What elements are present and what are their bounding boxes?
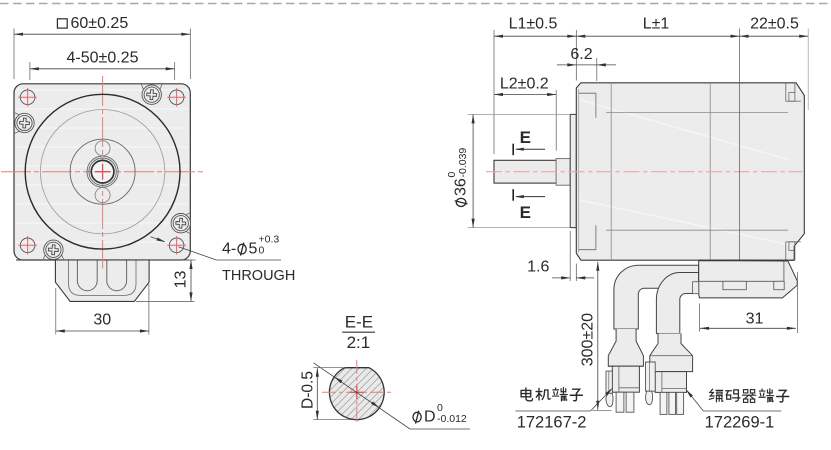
svg-text:E: E	[520, 203, 531, 222]
svg-text:60±0.25: 60±0.25	[71, 15, 129, 32]
svg-text:THROUGH: THROUGH	[222, 268, 295, 284]
svg-text:30: 30	[93, 312, 111, 329]
svg-text:E-E: E-E	[345, 312, 373, 331]
svg-text:+0.3: +0.3	[259, 234, 280, 246]
svg-text:E: E	[520, 128, 531, 147]
svg-text:4-: 4-	[222, 241, 236, 258]
svg-text:4-50±0.25: 4-50±0.25	[67, 50, 139, 67]
svg-text:13: 13	[172, 271, 189, 289]
svg-text:0: 0	[446, 172, 458, 178]
svg-text:6.2: 6.2	[570, 46, 592, 63]
svg-text:L1±0.5: L1±0.5	[509, 16, 558, 33]
svg-text:5: 5	[249, 241, 258, 258]
svg-text:2:1: 2:1	[347, 333, 371, 352]
svg-text:L2±0.2: L2±0.2	[500, 76, 549, 93]
svg-text:22±0.5: 22±0.5	[750, 16, 799, 33]
svg-text:-0.012: -0.012	[437, 413, 467, 425]
svg-text:172269-1: 172269-1	[705, 413, 775, 431]
svg-text:L±1: L±1	[643, 16, 670, 33]
svg-text:D: D	[424, 409, 436, 426]
svg-text:172167-2: 172167-2	[517, 413, 587, 431]
svg-text:36: 36	[453, 178, 470, 196]
svg-text:0: 0	[437, 402, 443, 414]
svg-text:1.6: 1.6	[527, 259, 549, 276]
svg-text:0: 0	[259, 245, 265, 257]
svg-text:31: 31	[746, 311, 764, 328]
svg-text:300±20: 300±20	[580, 313, 597, 366]
svg-text:-0.039: -0.039	[457, 148, 469, 178]
svg-text:D-0.5: D-0.5	[299, 371, 316, 409]
